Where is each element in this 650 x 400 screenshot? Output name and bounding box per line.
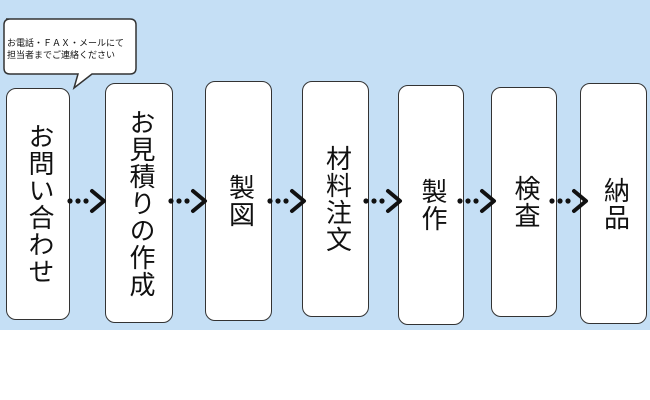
step-label: 検査 [509,175,540,229]
step-label: 材料注文 [321,145,352,253]
step-estimate: お見積りの作成 [105,83,173,323]
flow-arrow-icon [168,189,207,213]
step-drafting: 製図 [205,81,272,321]
step-label: 納品 [599,176,630,231]
step-inquiry: お問い合わせ [6,88,70,320]
step-material-order: 材料注文 [302,81,369,317]
step-delivery: 納品 [580,83,647,324]
callout-text: お電話・ＦＡＸ・メールにて 担当者までご連絡ください [7,39,125,61]
step-label: 製作 [416,178,447,232]
flow-arrow-icon [267,189,306,213]
step-manufacturing: 製作 [398,85,464,325]
step-inspection: 検査 [491,87,557,317]
step-label: お見積りの作成 [124,108,155,298]
flow-arrow-icon [363,189,402,213]
step-label: お問い合わせ [23,123,54,285]
step-label: 製図 [224,174,255,228]
flow-arrow-icon [67,189,106,213]
flow-arrow-icon [549,189,588,213]
flow-arrow-icon [457,189,496,213]
